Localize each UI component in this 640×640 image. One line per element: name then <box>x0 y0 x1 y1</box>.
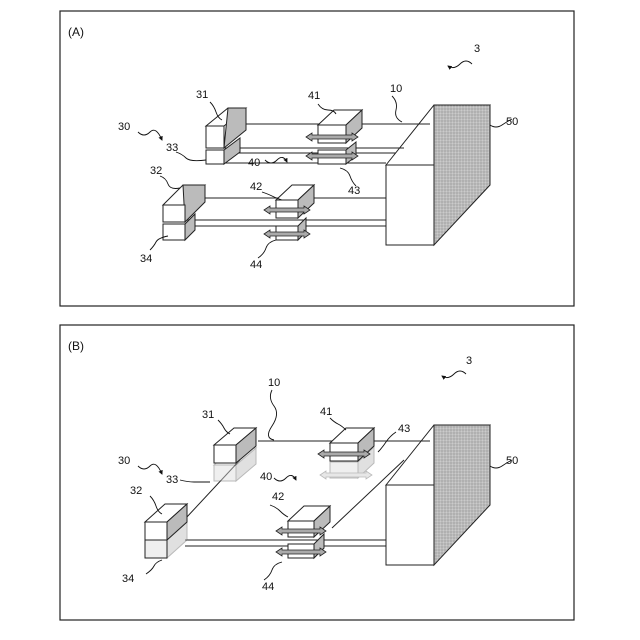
panel-a-frame <box>60 11 574 306</box>
label-30-b: 30 <box>118 455 130 467</box>
label-42: 42 <box>250 181 262 193</box>
label-3: 3 <box>474 43 480 55</box>
label-44: 44 <box>250 259 262 271</box>
label-32-b: 32 <box>130 485 142 497</box>
panel-b-frame <box>60 325 574 620</box>
label-43: 43 <box>348 185 360 197</box>
label-30: 30 <box>118 121 130 133</box>
label-32: 32 <box>150 165 162 177</box>
panel-b: (B) <box>60 325 574 620</box>
label-31-b: 31 <box>202 409 214 421</box>
panel-a: (A) <box>60 11 574 306</box>
label-44-b: 44 <box>262 581 274 593</box>
panel-b-title: (B) <box>68 339 84 353</box>
label-41: 41 <box>308 90 320 102</box>
label-34: 34 <box>140 253 152 265</box>
label-10-b: 10 <box>268 377 280 389</box>
label-43-b: 43 <box>398 423 410 435</box>
label-40: 40 <box>248 157 260 169</box>
label-40-b: 40 <box>260 471 272 483</box>
label-34-b: 34 <box>122 573 134 585</box>
label-3-b: 3 <box>466 355 472 367</box>
label-50: 50 <box>506 116 518 128</box>
label-10: 10 <box>390 83 402 95</box>
label-33: 33 <box>166 142 178 154</box>
label-42-b: 42 <box>272 491 284 503</box>
label-50-b: 50 <box>506 455 518 467</box>
label-31: 31 <box>196 89 208 101</box>
label-41-b: 41 <box>320 406 332 418</box>
panel-a-title: (A) <box>68 25 84 39</box>
label-33-b: 33 <box>166 474 178 486</box>
